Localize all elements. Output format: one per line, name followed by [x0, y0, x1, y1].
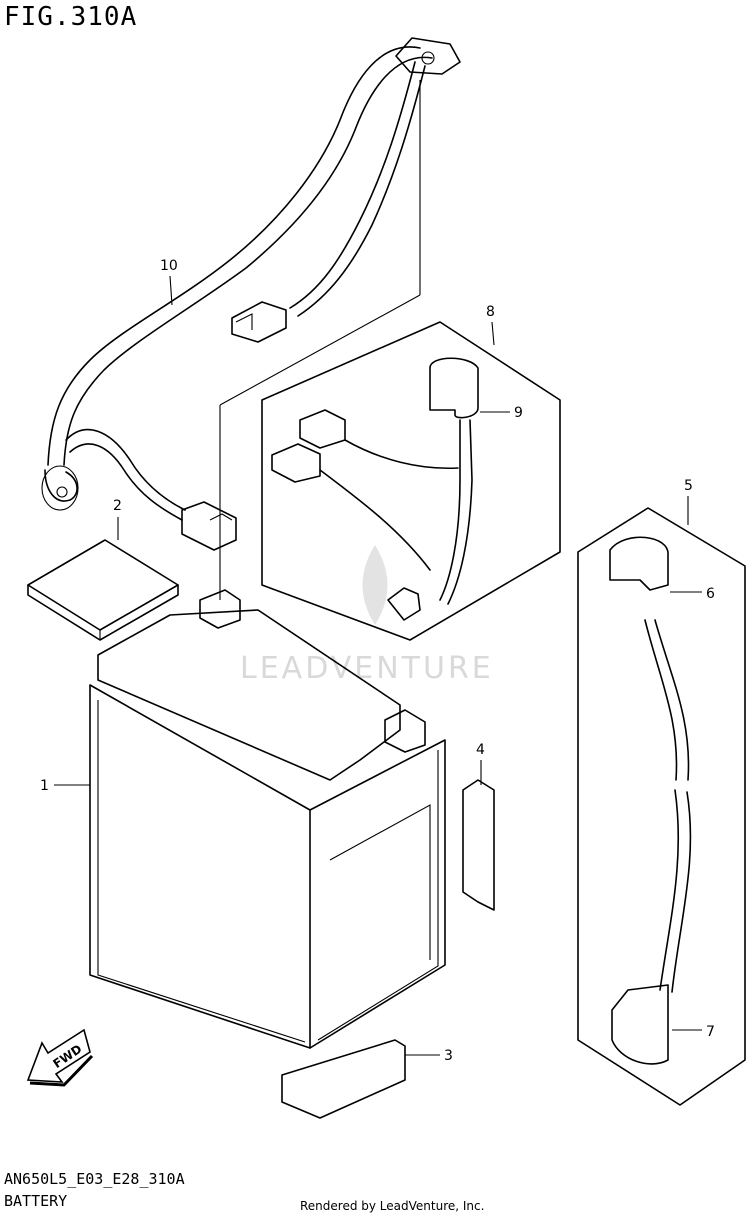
- callout-label-9: 9: [514, 405, 523, 421]
- callout-4: 4: [476, 742, 485, 785]
- watermark-text: LEADVENTURE: [240, 651, 494, 686]
- leadventure-watermark: LEADVENTURE: [240, 545, 494, 686]
- figure-code: AN650L5_E03_E28_310A: [4, 1170, 185, 1188]
- callout-label-8: 8: [486, 304, 495, 320]
- part-8-assembly-box: [261, 321, 561, 641]
- callout-1: 1: [40, 778, 90, 794]
- callout-label-6: 6: [706, 586, 715, 602]
- callout-label-10: 10: [160, 258, 178, 274]
- callout-label-2: 2: [113, 498, 122, 514]
- part-4-strip: [462, 779, 495, 911]
- callout-7: 7: [672, 1024, 715, 1040]
- callout-2: 2: [113, 498, 122, 540]
- callout-label-7: 7: [706, 1024, 715, 1040]
- callout-10: 10: [160, 258, 178, 306]
- part-1-battery: [89, 80, 446, 1049]
- callout-9: 9: [480, 405, 523, 421]
- fwd-arrow-icon: FWD: [26, 1028, 94, 1087]
- part-10-harness: [41, 37, 461, 551]
- figure-caption: BATTERY: [4, 1192, 68, 1210]
- callout-label-3: 3: [444, 1048, 453, 1064]
- callout-8: 8: [486, 304, 495, 346]
- callout-label-1: 1: [40, 778, 49, 794]
- callout-label-4: 4: [476, 742, 485, 758]
- callout-6: 6: [670, 586, 715, 602]
- rendered-by-credit: Rendered by LeadVenture, Inc.: [300, 1199, 485, 1213]
- part-3-pad: [281, 1039, 406, 1119]
- callout-label-5: 5: [684, 478, 693, 494]
- figure-title: FIG.310A: [4, 2, 138, 32]
- part-5-assembly-box: [577, 507, 746, 1106]
- callout-5: 5: [684, 478, 693, 525]
- callout-3: 3: [405, 1048, 453, 1064]
- part-2-pad: [27, 539, 179, 641]
